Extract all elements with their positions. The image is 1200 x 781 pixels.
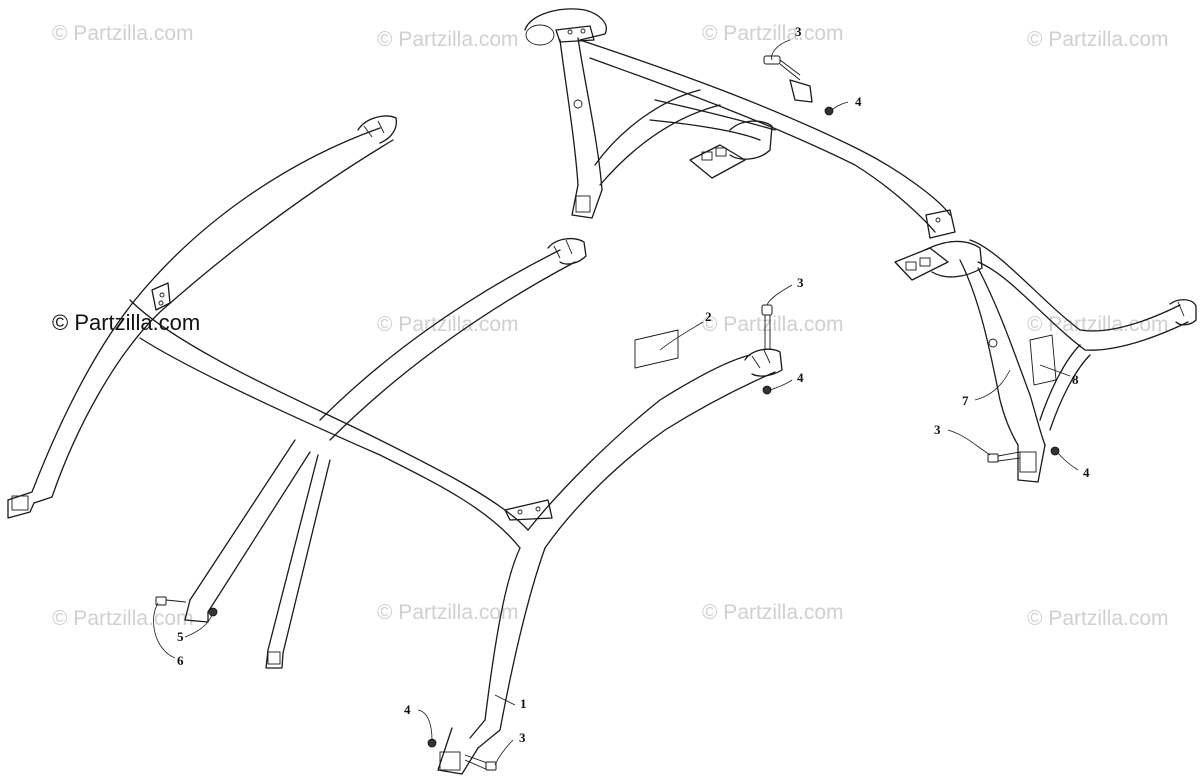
bolt-icon xyxy=(763,55,801,81)
nut-icon xyxy=(1050,446,1060,456)
nut-icon xyxy=(762,385,772,395)
bolt-icon xyxy=(761,304,773,350)
watermark: © Partzilla.com xyxy=(702,601,844,624)
callout-6: 6 xyxy=(177,653,184,668)
watermark: © Partzilla.com xyxy=(52,607,194,630)
watermark: © Partzilla.com xyxy=(52,22,194,45)
callout-7: 7 xyxy=(962,393,969,408)
nut-icon xyxy=(824,106,834,116)
callout-3: 3 xyxy=(934,422,941,437)
callout-4: 4 xyxy=(797,370,804,385)
brand-watermark: © Partzilla.com xyxy=(52,310,201,335)
bracket-icon xyxy=(789,79,813,103)
callout-3: 3 xyxy=(795,24,802,39)
watermark: © Partzilla.com xyxy=(1027,313,1169,336)
watermark: © Partzilla.com xyxy=(377,28,519,51)
callout-4: 4 xyxy=(1083,465,1090,480)
watermark: © Partzilla.com xyxy=(1027,28,1169,51)
decal xyxy=(634,329,679,369)
callout-4: 4 xyxy=(855,94,862,109)
bolt-icon xyxy=(155,596,218,617)
callout-5: 5 xyxy=(177,629,184,644)
callout-2: 2 xyxy=(705,309,712,324)
watermark: © Partzilla.com xyxy=(377,313,519,336)
rear-cage-tube xyxy=(524,8,1197,483)
callout-4: 4 xyxy=(404,702,411,717)
watermark: © Partzilla.com xyxy=(1027,607,1169,630)
watermark: © Partzilla.com xyxy=(377,601,519,624)
nut-icon xyxy=(427,738,437,748)
watermark: © Partzilla.com xyxy=(702,313,844,336)
callout-1: 1 xyxy=(520,696,527,711)
callout-3: 3 xyxy=(519,730,526,745)
callout-3: 3 xyxy=(797,275,804,290)
callout-8: 8 xyxy=(1072,372,1079,387)
leader-lines xyxy=(153,39,1079,766)
watermark: © Partzilla.com xyxy=(702,22,844,45)
bolt-icon xyxy=(987,451,1021,463)
bolt-icon xyxy=(464,754,497,771)
front-cage-tube xyxy=(7,115,783,775)
